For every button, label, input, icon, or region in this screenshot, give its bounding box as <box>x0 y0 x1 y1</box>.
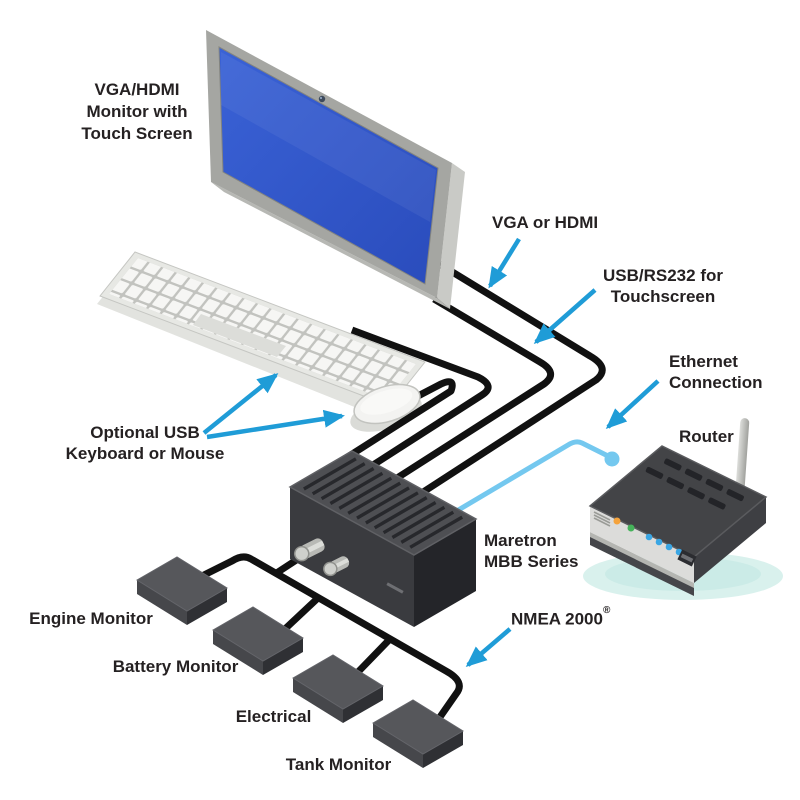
router-power-led <box>613 517 621 525</box>
label-usb: USB/RS232 for Touchscreen <box>603 266 723 306</box>
label-mbb: Maretron MBB Series <box>484 531 579 571</box>
label-electrical: Electrical <box>235 707 312 726</box>
mouse-cable <box>322 378 456 475</box>
label-vga: VGA or HDMI <box>492 213 599 232</box>
usb-rs232-cable <box>370 295 554 497</box>
nmea-trunk-cable <box>194 553 463 719</box>
router <box>583 418 783 600</box>
battery-monitor-box <box>212 606 304 675</box>
label-monitor-line2: Monitor with <box>86 102 188 121</box>
mbb-box <box>288 450 478 627</box>
arrow-usb <box>533 288 597 344</box>
electrical-drop-cable <box>355 636 393 675</box>
monitor <box>206 30 465 309</box>
label-router: Router <box>679 427 734 446</box>
mbb-heatsink-fins <box>303 457 464 549</box>
router-front-face <box>590 506 694 583</box>
router-status-led <box>627 524 635 532</box>
spare-connector <box>323 556 350 577</box>
label-engine: Engine Monitor <box>29 609 153 628</box>
keyboard-cable <box>343 326 492 486</box>
tank-monitor-box <box>372 699 464 768</box>
engine-monitor-box <box>136 556 228 625</box>
label-battery: Battery Monitor <box>112 657 239 676</box>
nmea-backbone-cable <box>194 552 463 719</box>
label-nmea: NMEA 2000® <box>511 605 611 629</box>
arrow-keyboard <box>202 373 279 435</box>
vga-hdmi-cable <box>398 259 606 510</box>
router-usb-port <box>677 549 697 567</box>
spacebar-key <box>193 314 286 357</box>
monitor-screen <box>218 46 439 285</box>
keyboard <box>99 251 426 407</box>
ethernet-plug-dot <box>604 451 620 467</box>
router-right-face <box>694 497 766 583</box>
label-tank: Tank Monitor <box>285 755 392 774</box>
arrow-vga <box>488 237 521 289</box>
arrow-nmea <box>465 627 512 667</box>
battery-drop-cable <box>283 595 321 631</box>
label-keyboard-mouse: Optional USB Keyboard or Mouse <box>65 423 225 463</box>
router-grille <box>593 511 611 527</box>
label-ethernet: Ethernet Connection <box>669 352 763 392</box>
electrical-box <box>292 654 384 723</box>
router-vents <box>645 458 744 510</box>
registered-mark: ® <box>602 605 611 616</box>
webcam-icon <box>318 95 326 103</box>
mouse <box>353 383 421 425</box>
nmea-connector <box>294 538 325 562</box>
label-monitor-line1: VGA/HDMI <box>94 80 180 99</box>
router-antenna <box>735 418 750 500</box>
arrow-mouse <box>206 409 345 440</box>
label-monitor: VGA/HDMI Monitor with Touch Screen <box>57 79 217 145</box>
arrow-ethernet <box>605 379 660 430</box>
ethernet-cable <box>452 439 620 515</box>
label-monitor-line3: Touch Screen <box>81 124 193 143</box>
